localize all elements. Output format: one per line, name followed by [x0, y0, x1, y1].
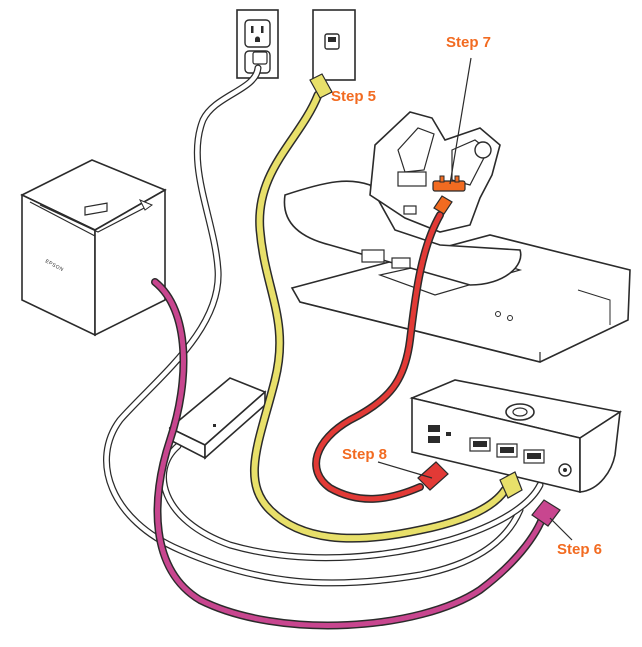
ethernet-wall-jack-icon: [312, 9, 356, 81]
callout-leaders: [377, 57, 573, 541]
pink-cable: [151, 278, 549, 630]
adapter-output-cable: [160, 442, 544, 562]
step8-label: Step 8: [342, 446, 387, 463]
yellow-cable-plug-top: [309, 73, 333, 99]
red-cable: [312, 211, 444, 503]
yellow-cable: [249, 90, 510, 543]
pink-cable-plug: [531, 499, 561, 527]
receipt-printer-icon: EPSON: [20, 159, 167, 337]
step6-label: Step 6: [557, 541, 602, 558]
step7-label: Step 7: [446, 34, 491, 51]
connection-hub-icon: [409, 379, 623, 494]
outlet-power-cable: [103, 64, 524, 587]
yellow-cable-plug-hub: [499, 471, 523, 499]
red-cable-plug-stand: [433, 195, 453, 215]
red-cable-plug-end: [417, 461, 449, 491]
display-stand-icon: [283, 111, 631, 363]
step5-label: Step 5: [331, 88, 376, 105]
stand-port-highlight: [432, 175, 466, 192]
